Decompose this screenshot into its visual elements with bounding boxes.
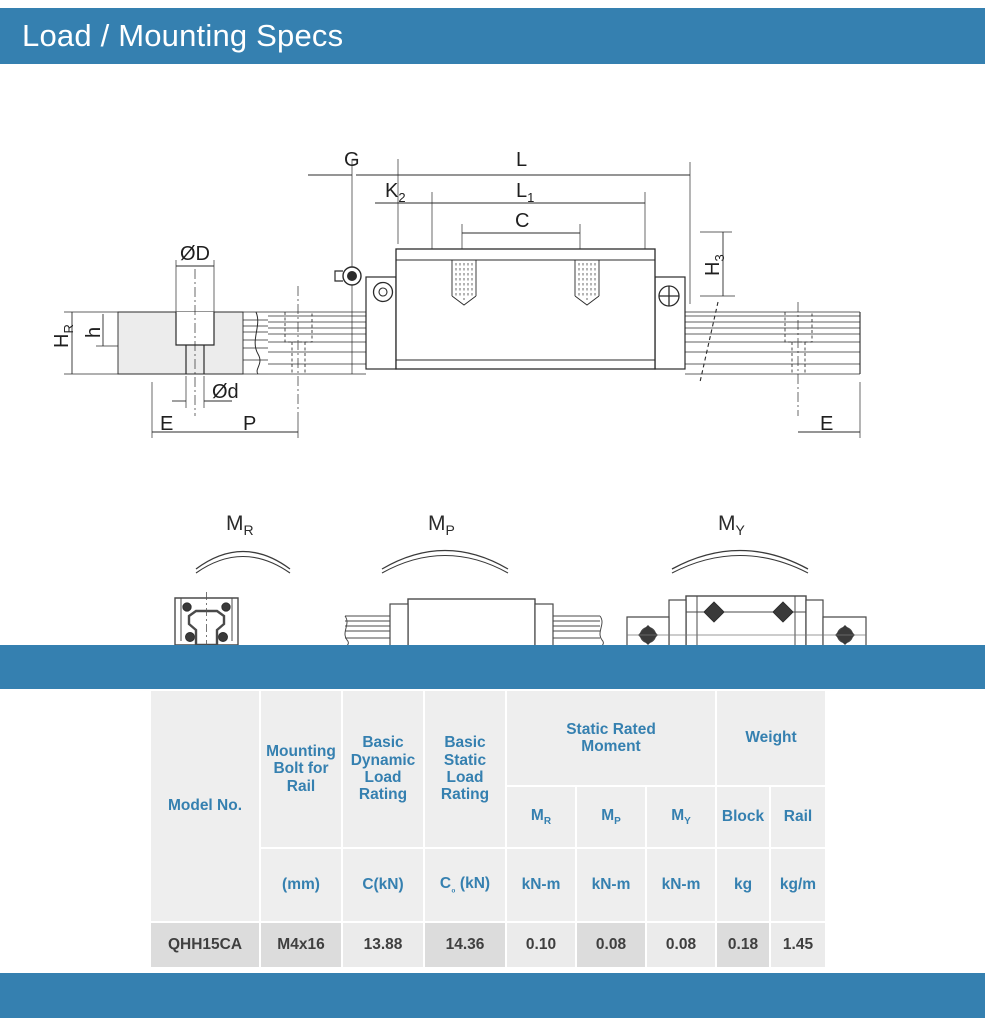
cell-dynamic: 13.88	[343, 923, 423, 967]
cell-model: QHH15CA	[151, 923, 259, 967]
label-L: L	[516, 149, 527, 171]
section-divider-banner	[0, 645, 985, 689]
unit-mr: kN-m	[507, 849, 575, 921]
label-MP: MP	[428, 512, 455, 538]
footer-banner	[0, 973, 985, 1018]
label-E-right: E	[820, 413, 833, 435]
cell-bolt: M4x16	[261, 923, 341, 967]
label-MR: MR	[226, 512, 254, 538]
label-L1: L1	[516, 180, 534, 205]
unit-static: C₀ (kN)	[425, 849, 505, 921]
label-HR: HR	[51, 324, 76, 348]
unit-rail: kg/m	[771, 849, 825, 921]
title-banner: Load / Mounting Specs	[0, 8, 985, 64]
col-header-model: Model No.	[151, 691, 259, 921]
page-title: Load / Mounting Specs	[22, 18, 344, 53]
label-P: P	[243, 413, 256, 435]
col-header-rail: Rail	[771, 787, 825, 847]
cell-rail: 1.45	[771, 923, 825, 967]
col-header-weight: Weight	[717, 691, 825, 785]
cell-mr: 0.10	[507, 923, 575, 967]
label-G: G	[344, 149, 360, 171]
cell-static: 14.36	[425, 923, 505, 967]
table-row: QHH15CA M4x16 13.88 14.36 0.10 0.08 0.08…	[151, 923, 825, 967]
col-header-mr: MR	[507, 787, 575, 847]
drawing-svg: G L L1 K2 C ØD Ød E P E HR h H3 MR MP MY	[51, 149, 867, 645]
unit-block: kg	[717, 849, 769, 921]
table-header-row-2: MR MP MY Block Rail	[151, 787, 825, 847]
label-Od: Ød	[212, 381, 239, 403]
col-header-basic-dynamic: Basic Dynamic Load Rating	[343, 691, 423, 847]
cell-mp: 0.08	[577, 923, 645, 967]
label-OD: ØD	[180, 243, 210, 265]
label-h: h	[83, 327, 105, 338]
table-units-row: (mm) C(kN) C₀ (kN) kN-m kN-m kN-m kg kg/…	[151, 849, 825, 921]
label-MY: MY	[718, 512, 746, 538]
col-header-mounting-bolt: Mounting Bolt for Rail	[261, 691, 341, 847]
unit-mp: kN-m	[577, 849, 645, 921]
col-header-static-rated-moment: Static Rated Moment	[507, 691, 715, 785]
label-H3: H3	[702, 254, 727, 276]
label-K2: K2	[385, 180, 406, 205]
specs-table: Model No. Mounting Bolt for Rail Basic D…	[149, 689, 827, 969]
cell-block: 0.18	[717, 923, 769, 967]
label-C: C	[515, 210, 529, 232]
unit-my: kN-m	[647, 849, 715, 921]
col-header-basic-static: Basic Static Load Rating	[425, 691, 505, 847]
table-header-row-1: Model No. Mounting Bolt for Rail Basic D…	[151, 691, 825, 921]
col-header-mp: MP	[577, 787, 645, 847]
unit-bolt: (mm)	[261, 849, 341, 921]
unit-dynamic: C(kN)	[343, 849, 423, 921]
col-header-my: MY	[647, 787, 715, 847]
cell-my: 0.08	[647, 923, 715, 967]
label-E-left: E	[160, 413, 173, 435]
technical-drawing: G L L1 K2 C ØD Ød E P E HR h H3 MR MP MY	[0, 64, 985, 645]
col-header-block: Block	[717, 787, 769, 847]
